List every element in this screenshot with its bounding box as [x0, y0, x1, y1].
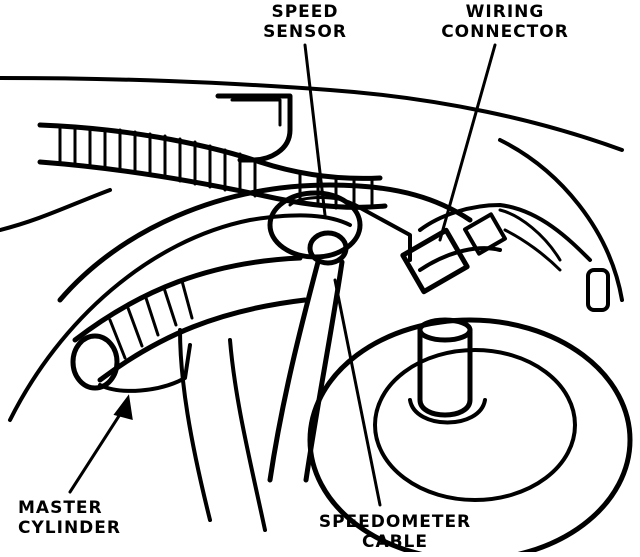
fender-left [0, 188, 112, 232]
speed-sensor-leader [303, 43, 327, 217]
speed-sensor-label-line2: SENSOR [263, 22, 347, 42]
wiring-connector-leader [438, 43, 497, 242]
master-cylinder-body [57, 182, 473, 303]
wiring-connector-label-line2: CONNECTOR [441, 22, 569, 42]
master-cylinder-lower [178, 328, 212, 522]
strut-tower-base [307, 317, 633, 557]
master-cylinder-callout: MASTER CYLINDER [0, 498, 130, 538]
speedometer-cable-leader [333, 278, 382, 507]
brake-line [8, 213, 352, 422]
wiring-connector-label-line1: WIRING [465, 2, 545, 22]
speed-sensor-nut [307, 230, 349, 266]
leader-lines [68, 43, 497, 507]
master-cylinder-leader [68, 400, 130, 494]
speedometer-cable-left [267, 259, 321, 483]
master-cylinder-label-line2: CYLINDER [18, 518, 121, 538]
strut-post [417, 327, 473, 418]
mc-hose-bottom [97, 297, 308, 383]
speed-sensor-callout: SPEED SENSOR [250, 2, 360, 42]
speedometer-cable-label-line2: CABLE [361, 532, 429, 552]
clamp-bracket [98, 343, 192, 393]
wiring-connector-callout: WIRING CONNECTOR [425, 2, 585, 42]
wiring-harness-top [418, 203, 592, 262]
strut-post-cap [417, 317, 473, 343]
wiring-connector-body [400, 227, 470, 295]
strut-tower-arc [498, 138, 624, 302]
elbow-fitting [215, 93, 293, 163]
speed-sensor-label-line1: SPEED [271, 2, 339, 22]
speedometer-cable-callout: SPEEDOMETER CABLE [300, 512, 490, 552]
master-cylinder-label-line1: MASTER [18, 498, 103, 518]
harness-clip [586, 268, 610, 312]
mc-hose-top [72, 255, 303, 343]
speedometer-cable-label-line1: SPEEDOMETER [318, 512, 472, 532]
wiring-harness-bottom [418, 246, 502, 272]
firewall-edge [0, 76, 624, 152]
mc-hose-clamp [70, 333, 120, 391]
master-cylinder-arrow [113, 394, 133, 421]
